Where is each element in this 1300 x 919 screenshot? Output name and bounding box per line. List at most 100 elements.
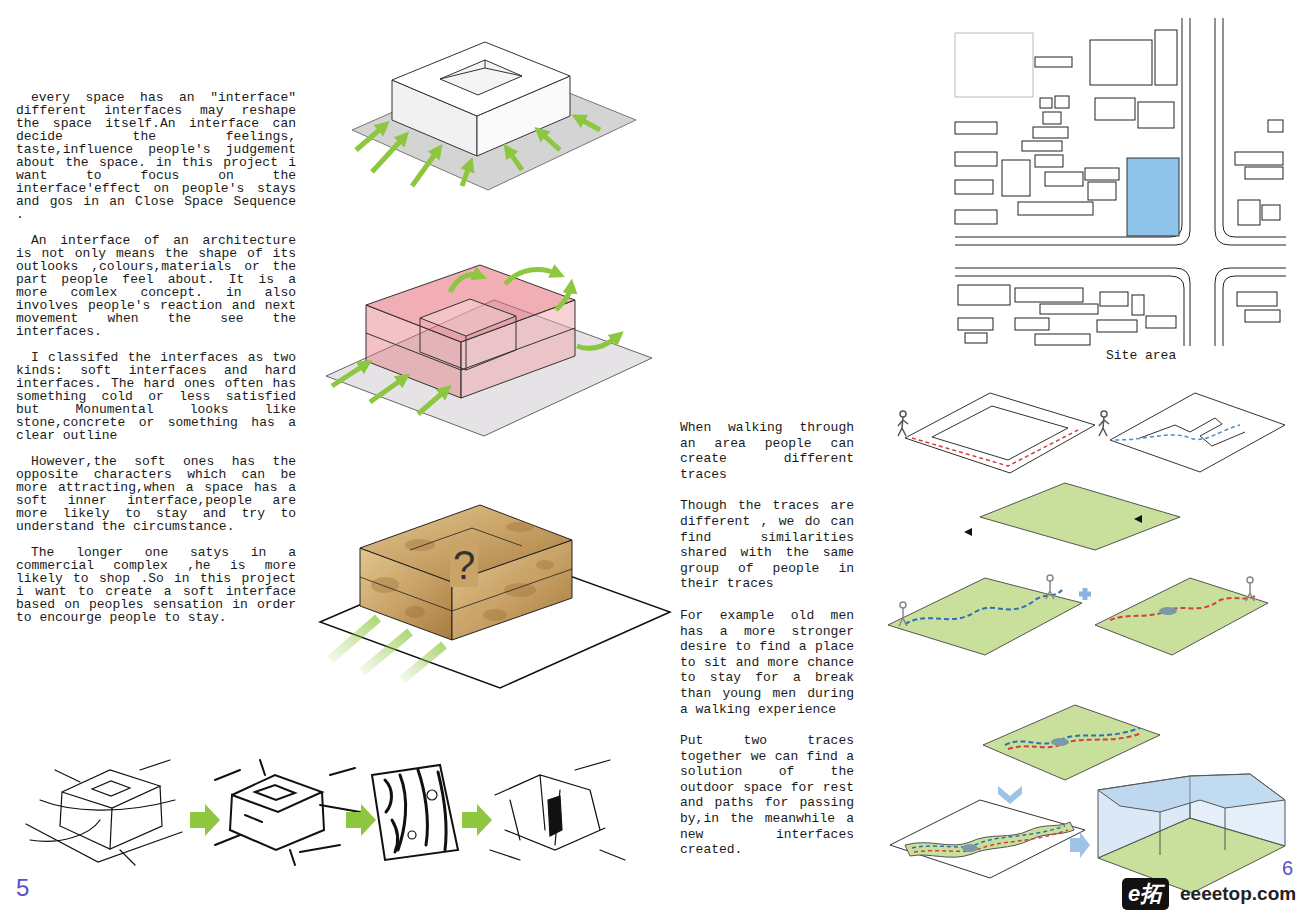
person-body — [1046, 581, 1054, 599]
building — [1045, 172, 1083, 186]
box-top — [392, 42, 570, 116]
text-label: Site area — [1106, 349, 1176, 363]
site-plot — [1127, 158, 1179, 236]
green-arrow — [505, 269, 558, 284]
courtyard — [440, 60, 522, 95]
green-arrow — [556, 286, 571, 310]
building — [1040, 98, 1052, 108]
building — [1146, 316, 1176, 328]
building — [1035, 155, 1063, 167]
building — [1043, 112, 1061, 124]
building — [1015, 318, 1049, 330]
trace-red — [1008, 733, 1142, 749]
courtyard-edge — [440, 68, 522, 79]
building — [1018, 202, 1093, 215]
building — [1235, 152, 1283, 165]
faded-arrow — [330, 618, 378, 660]
building — [1022, 141, 1062, 151]
text-label: 5 — [16, 874, 29, 902]
plane — [1110, 393, 1285, 472]
trace-red — [912, 430, 1078, 466]
green-plane — [888, 578, 1082, 655]
logo-text: e拓 — [1128, 880, 1163, 908]
trace-red — [1110, 596, 1255, 620]
road-edge — [955, 18, 1190, 245]
green-arrow — [418, 390, 446, 414]
inner-box — [420, 299, 516, 336]
green-arrow — [346, 804, 376, 836]
faded-arrow — [402, 645, 444, 680]
building — [1035, 57, 1072, 67]
rest-spot — [962, 844, 978, 852]
texture-blob — [536, 560, 554, 570]
green-arrow — [356, 126, 384, 150]
building — [1055, 96, 1069, 108]
person — [899, 575, 1254, 626]
building — [955, 122, 997, 134]
building — [1015, 288, 1083, 302]
sketch-line — [427, 790, 437, 800]
road-edge — [1223, 18, 1286, 237]
building — [955, 210, 997, 224]
building — [1237, 292, 1277, 306]
green-band — [905, 822, 1074, 857]
green-arrow — [450, 275, 480, 292]
green-arrow — [190, 804, 220, 836]
building — [955, 33, 1033, 97]
green-arrow — [332, 364, 366, 386]
building — [1095, 98, 1135, 120]
building — [1245, 310, 1280, 322]
sketch-line — [215, 760, 360, 865]
building — [1268, 120, 1283, 132]
texture-blob — [504, 583, 536, 597]
sketch-line — [30, 760, 175, 865]
sketches — [26, 760, 625, 865]
building — [1245, 167, 1283, 179]
box-top — [366, 265, 575, 342]
green-plane — [1095, 578, 1268, 655]
layered-box — [326, 265, 652, 436]
building — [1155, 30, 1177, 85]
texture-blob — [405, 606, 425, 618]
inner-box — [420, 316, 516, 370]
green-arrow — [578, 118, 600, 130]
building — [1262, 205, 1280, 220]
building — [958, 318, 993, 330]
down-arrow — [998, 786, 1022, 804]
trace-blue — [905, 590, 1062, 624]
sketch-line — [372, 765, 458, 860]
volume-edge — [1160, 812, 1161, 855]
road-edge — [1215, 268, 1286, 346]
text-label: every space has an "interface" different… — [16, 91, 296, 221]
courtyard-edge — [485, 60, 486, 68]
sketch-line — [110, 808, 112, 849]
inner-box — [466, 336, 467, 370]
volume-edge — [1225, 808, 1226, 850]
building — [1238, 200, 1260, 225]
hard-box — [352, 42, 636, 190]
plus-sign — [1079, 588, 1091, 600]
building — [965, 333, 987, 343]
plane — [905, 393, 1095, 473]
text-label: Put two traces together we can find a so… — [680, 733, 854, 858]
green-arrow — [372, 137, 404, 172]
faded-arrow — [362, 632, 410, 672]
text-label: 6 — [1282, 856, 1293, 880]
green-arrow — [577, 336, 618, 348]
person-head — [1047, 575, 1053, 581]
texture-blob — [371, 577, 399, 593]
plane-inner — [932, 406, 1068, 460]
building — [1138, 102, 1174, 128]
road-edge — [1223, 276, 1286, 346]
green-arrow — [540, 132, 560, 150]
sketch-line — [490, 760, 625, 860]
trace-diagrams — [888, 393, 1285, 893]
building — [1088, 182, 1116, 200]
text-label: For example old men has a more stronger … — [680, 608, 854, 717]
green-arrow — [462, 804, 492, 836]
plane-inner — [1140, 418, 1245, 446]
sketch-line — [408, 831, 416, 839]
texture-blob — [506, 522, 534, 532]
sketch-line — [26, 824, 182, 862]
